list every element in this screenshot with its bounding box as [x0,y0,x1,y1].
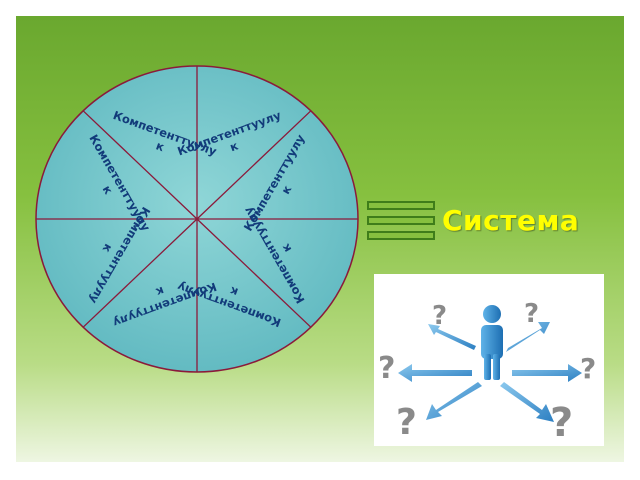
svg-text:?: ? [524,299,539,329]
equals-line-1 [367,201,435,210]
system-label: Система [442,204,580,237]
arrow-icon [398,322,582,422]
svg-text:?: ? [550,400,573,446]
question-mark-icon: ? ? ? ? ? ? [378,299,596,446]
equals-line-2 [367,216,435,225]
wheel-spoke [196,110,312,220]
wheel-spoke [82,110,198,220]
svg-text:?: ? [432,301,447,331]
svg-text:?: ? [396,402,417,443]
person-question-illustration: ? ? ? ? ? ? [374,274,604,446]
svg-text:?: ? [378,351,395,386]
wheel-spoke [82,218,198,328]
person-icon [481,305,503,380]
equals-line-3 [367,231,435,240]
illustration-graphic: ? ? ? ? ? ? [378,299,596,446]
svg-text:?: ? [580,352,596,385]
competency-wheel: КомпетенттуулукКомпетенттуулукКомпетентт… [35,65,359,373]
wheel-spoke [196,218,312,328]
wheel-spokes [36,66,358,372]
